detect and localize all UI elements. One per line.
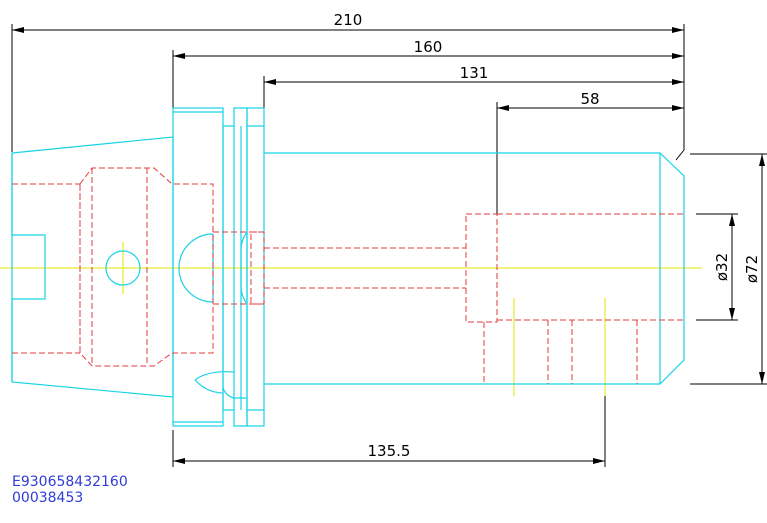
dim-flange-to-end: 160: [414, 38, 443, 56]
dim-overall-length: 210: [334, 11, 363, 29]
dim-outer-diameter: ø72: [743, 255, 761, 283]
part-outline: [11, 107, 685, 427]
centerlines: [0, 242, 702, 396]
dim-body-length: 131: [460, 64, 489, 82]
part-number-text: E930658432160: [12, 474, 128, 490]
serial-number-text: 00038453: [12, 490, 84, 506]
dim-bore-depth: 58: [580, 90, 599, 108]
hidden-lines: [12, 167, 684, 384]
dim-bore-diameter: ø32: [713, 253, 731, 281]
dim-lower-length: 135.5: [368, 442, 411, 460]
dimension-lines: [11, 24, 767, 467]
dimension-arrows: [12, 27, 765, 464]
